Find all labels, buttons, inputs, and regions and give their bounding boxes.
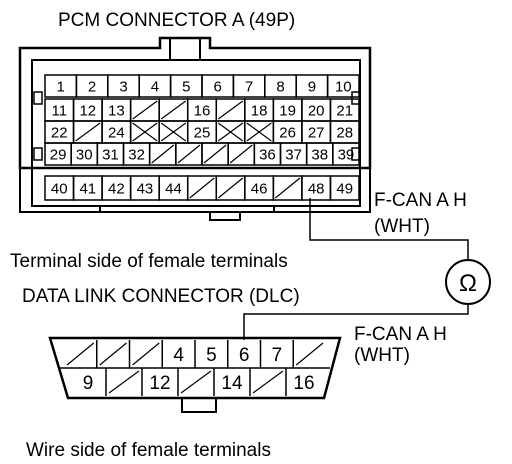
ohmmeter-icon: Ω: [445, 259, 491, 305]
pcm-terminal-blank-cross: [217, 122, 244, 142]
pcm-terminal-blank: [217, 177, 244, 199]
pcm-terminal-number: 7: [245, 79, 253, 96]
pcm-terminal-blank: [151, 144, 175, 164]
pcm-terminal-number: 40: [51, 181, 68, 198]
pcm-terminal-number: 21: [336, 103, 353, 120]
pcm-wire-name: F-CAN A H: [374, 190, 467, 211]
pcm-terminal-blank-cross: [246, 122, 272, 142]
pcm-terminal-number: 1: [57, 79, 65, 96]
dlc-terminal-number: 14: [221, 373, 243, 394]
pcm-terminal-number: 32: [128, 147, 145, 164]
pcm-terminal-blank: [274, 177, 301, 199]
pcm-terminal-cell: [332, 142, 360, 166]
dlc-terminal-blank: [180, 370, 212, 394]
pcm-terminal-blank: [189, 177, 215, 199]
dlc-terminal-grid: 4 5 6 7 9 12 14 16: [60, 340, 330, 396]
pcm-terminal-number: 12: [79, 103, 96, 120]
pcm-terminal-number: 13: [108, 103, 125, 120]
pcm-terminal-number: 39: [338, 147, 355, 164]
pcm-terminal-number: 6: [214, 79, 222, 96]
pcm-terminal-number: 37: [285, 147, 302, 164]
pcm-wire-color: (WHT): [374, 216, 430, 237]
pcm-terminal-number: 43: [137, 181, 154, 198]
pcm-terminal-number: 48: [308, 181, 325, 198]
dlc-terminal-blank: [108, 370, 140, 394]
pcm-terminal-number: 49: [336, 181, 353, 198]
pcm-connector-title: PCM CONNECTOR A (49P): [58, 10, 295, 31]
pcm-terminal-number: 42: [108, 181, 125, 198]
pcm-terminal-blank-cross: [160, 122, 187, 142]
pcm-connector-body: [18, 36, 372, 221]
pcm-terminal-number: 18: [251, 103, 268, 120]
pcm-terminal-number: 10: [335, 79, 352, 96]
pcm-terminal-number: 8: [276, 79, 284, 96]
dlc-terminal-number: 16: [293, 373, 314, 394]
pcm-terminal-blank-cross: [132, 122, 158, 142]
pcm-view-label: Terminal side of female terminals: [10, 251, 288, 272]
pcm-terminal-number: 41: [79, 181, 96, 198]
pcm-terminal-blank: [75, 122, 101, 142]
pcm-terminal-blank: [160, 100, 187, 120]
dlc-terminal-number: 12: [149, 373, 170, 394]
pcm-terminal-cell: [326, 74, 360, 98]
dlc-terminal-blank: [132, 342, 160, 366]
pcm-terminal-number: 16: [194, 103, 211, 120]
dlc-terminal-blank: [295, 342, 324, 366]
dlc-terminal-number: 6: [239, 345, 250, 366]
pcm-terminal-blank: [203, 144, 227, 164]
pcm-terminal-blank: [132, 100, 158, 120]
pcm-terminal-number: 11: [51, 103, 67, 120]
dlc-terminal-number: 5: [206, 345, 217, 366]
pcm-terminal-blank: [217, 100, 244, 120]
pcm-terminal-number: 22: [51, 125, 68, 142]
dlc-f-can-wire: [243, 304, 469, 340]
pcm-terminal-number: 3: [119, 79, 127, 96]
pcm-terminal-number: 30: [76, 147, 93, 164]
dlc-wire-color: (WHT): [354, 345, 410, 366]
pcm-terminal-number: 5: [182, 79, 190, 96]
pcm-f-can-wire: [309, 198, 469, 260]
dlc-connector-body: [48, 336, 342, 413]
pcm-terminal-number: 29: [50, 147, 67, 164]
pcm-terminal-number: 36: [259, 147, 276, 164]
pcm-terminal-number: 9: [308, 79, 316, 96]
pcm-terminal-number: 2: [88, 79, 96, 96]
dlc-terminal-number: 4: [173, 345, 184, 366]
pcm-terminal-number: 44: [165, 181, 182, 198]
pcm-terminal-number: 19: [279, 103, 296, 120]
pcm-terminal-number: 27: [308, 125, 325, 142]
dlc-terminal-blank: [66, 342, 95, 366]
pcm-terminal-cell: [329, 175, 360, 201]
pcm-terminal-number: 26: [279, 125, 296, 142]
pcm-terminal-blank: [229, 144, 253, 164]
dlc-terminal-blank: [99, 342, 127, 366]
pcm-terminal-number: 4: [151, 79, 159, 96]
pcm-terminal-number: 31: [102, 147, 119, 164]
pcm-terminal-number: 46: [251, 181, 268, 198]
pcm-terminal-blank: [177, 144, 201, 164]
dlc-wire-name: F-CAN A H: [354, 324, 447, 345]
dlc-terminal-number: 7: [272, 345, 283, 366]
dlc-connector-title: DATA LINK CONNECTOR (DLC): [22, 286, 300, 307]
pcm-terminal-number: 38: [311, 147, 328, 164]
dlc-view-label: Wire side of female terminals: [26, 440, 271, 461]
dlc-terminal-blank: [252, 370, 284, 394]
pcm-terminal-number: 25: [194, 125, 211, 142]
dlc-terminal-number: 9: [83, 373, 94, 394]
pcm-terminal-number: 28: [336, 125, 353, 142]
pcm-terminal-number: 24: [108, 125, 125, 142]
pcm-terminal-number: 20: [308, 103, 325, 120]
ohm-symbol: Ω: [459, 270, 477, 297]
